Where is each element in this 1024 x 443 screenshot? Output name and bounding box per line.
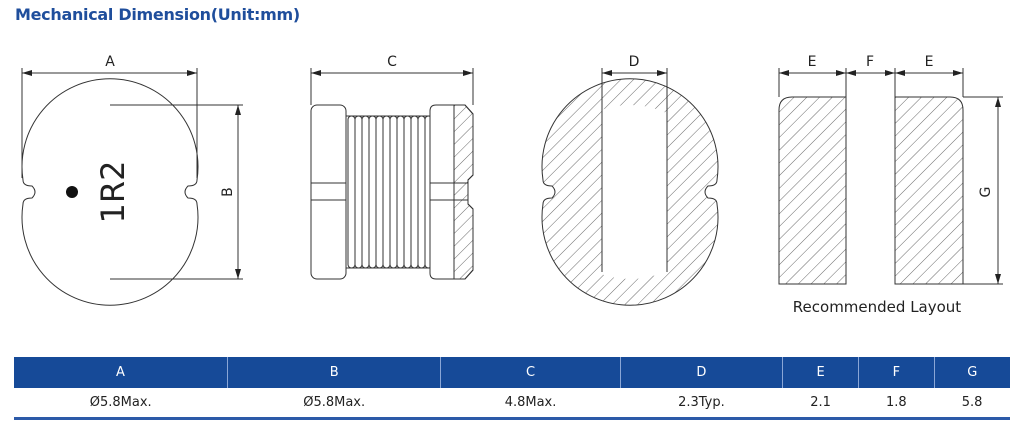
layout-caption: Recommended Layout [793, 298, 962, 316]
value-f: 1.8 [885, 395, 907, 410]
header-g: G [933, 357, 1010, 388]
polarity-dot [66, 186, 78, 198]
coil-winding [347, 115, 356, 269]
value-c: 4.8Max. [504, 395, 557, 410]
value-g: 5.8 [961, 395, 983, 410]
header-d: D [619, 357, 783, 388]
dim-label-c: C [387, 54, 397, 70]
coil-winding [410, 115, 419, 269]
dim-label-f: F [866, 54, 874, 70]
side-view [310, 68, 474, 280]
dim-label-a: A [105, 54, 115, 70]
header-f: F [857, 357, 935, 388]
dim-label-e-right: E [925, 54, 934, 70]
coil-winding [396, 115, 405, 269]
header-b: B [226, 357, 441, 388]
dim-label-d: D [629, 54, 640, 70]
value-e: 2.1 [810, 395, 831, 410]
coil-winding [389, 115, 398, 269]
dim-label-e-left: E [808, 54, 817, 70]
coil-winding [403, 115, 412, 269]
page-title: Mechanical Dimension(Unit:mm) [15, 5, 300, 24]
table-row: Ø5.8Max. Ø5.8Max. 4.8Max. 2.3Typ. 2.1 1.… [14, 388, 1010, 419]
header-e: E [782, 357, 859, 388]
recommended-layout [778, 68, 1003, 285]
table-header-row: A B C D E F G [14, 357, 1010, 388]
top-view [21, 68, 243, 306]
coil-winding [375, 115, 384, 269]
part-marking: 1R2 [94, 161, 132, 224]
coil-winding [417, 115, 426, 269]
coil-winding [382, 115, 391, 269]
header-a: A [14, 357, 228, 388]
dim-label-g: G [978, 187, 994, 198]
header-c: C [440, 357, 621, 388]
coil-winding [354, 115, 363, 269]
coil-winding [368, 115, 377, 269]
coil-winding [361, 115, 370, 269]
dim-label-b: B [220, 187, 236, 197]
value-d: 2.3Typ. [678, 395, 725, 410]
bottom-view [541, 68, 719, 306]
value-a: Ø5.8Max. [89, 395, 152, 410]
value-b: Ø5.8Max. [303, 395, 366, 410]
dimension-table: A B C D E F G Ø5.8Max. Ø5.8Max. 4.8Max. … [14, 357, 1010, 420]
